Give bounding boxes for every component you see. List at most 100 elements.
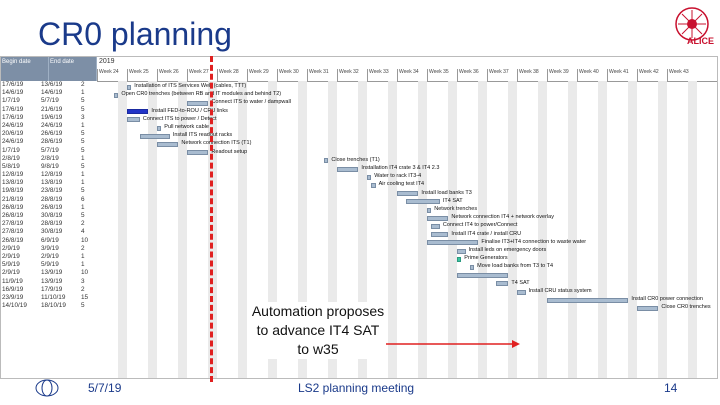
task-bar[interactable] [495, 281, 509, 287]
task-label: Prime Generators [464, 255, 508, 262]
cell-begin: 17/6/19 [2, 113, 24, 121]
task-bar[interactable] [427, 207, 432, 213]
task-bar[interactable] [367, 174, 372, 180]
cell-end: 13/9/19 [41, 277, 63, 285]
task-bar[interactable] [139, 133, 170, 139]
task-bar[interactable] [547, 297, 629, 303]
cell-dur: 2 [81, 220, 85, 228]
task-bar[interactable] [517, 289, 526, 295]
week-header: Week 40 [577, 69, 607, 81]
week-header: Week 36 [457, 69, 487, 81]
cell-begin: 2/9/19 [2, 244, 20, 252]
cell-begin: 17/6/19 [2, 105, 24, 113]
cell-dur: 5 [81, 162, 85, 170]
task-bar[interactable] [457, 273, 509, 279]
cell-end: 5/7/19 [41, 97, 59, 105]
task-bar[interactable] [637, 305, 659, 311]
task-bar[interactable] [127, 84, 132, 90]
cell-begin: 5/9/19 [2, 261, 20, 269]
task-bar[interactable] [371, 182, 376, 188]
weekend-column [298, 81, 307, 378]
task-bar[interactable] [405, 199, 440, 205]
cell-begin: 2/8/19 [2, 154, 20, 162]
weekend-column [238, 81, 247, 378]
task-bar[interactable] [127, 117, 140, 123]
cell-begin: 13/8/19 [2, 179, 24, 187]
task-bar[interactable] [157, 125, 162, 131]
week-header: Week 32 [337, 69, 367, 81]
task-label: Install CRU status system [528, 288, 592, 294]
task-label: Network trenches [434, 206, 478, 212]
task-bar[interactable] [187, 150, 209, 156]
task-label: Network connection ITS (T1) [181, 140, 252, 147]
cell-end: 28/6/19 [41, 138, 63, 146]
week-header: Week 42 [637, 69, 667, 81]
cell-end: 13/6/19 [41, 81, 63, 88]
slide-title: CR0 planning [38, 16, 232, 52]
cell-begin: 21/8/19 [2, 195, 24, 203]
week-header: Week 34 [397, 69, 427, 81]
task-bar[interactable] [114, 92, 119, 98]
cell-dur: 10 [81, 269, 89, 277]
cell-end: 12/8/19 [41, 171, 63, 179]
task-label: Water to rack IT3-4 [374, 173, 422, 180]
page-number: 14 [664, 381, 678, 395]
cell-begin: 11/9/19 [2, 277, 23, 285]
task-bar[interactable] [469, 264, 475, 270]
cell-end: 26/8/19 [41, 203, 63, 211]
task-bar[interactable] [457, 248, 466, 254]
task-bar[interactable] [431, 223, 440, 229]
task-bar[interactable] [427, 215, 449, 221]
week-header: Week 39 [547, 69, 577, 81]
cell-begin: 2/9/19 [2, 269, 20, 277]
week-header: Week 37 [487, 69, 517, 81]
cell-dur: 5 [81, 187, 85, 195]
cell-begin: 24/6/19 [2, 121, 24, 129]
cell-end: 14/6/19 [41, 89, 63, 97]
cell-end: 2/9/19 [41, 252, 59, 260]
task-label: Open CR0 trenches (between RB and IT mod… [121, 91, 282, 98]
weekend-column [118, 81, 127, 378]
cell-begin: 26/8/19 [2, 203, 24, 211]
cell-begin: 24/6/19 [2, 138, 24, 146]
weekend-column [478, 81, 487, 378]
table-row: 2/9/19 3/9/19 2 [1, 245, 97, 253]
task-label: Network connection IT4 + network overlay [451, 214, 554, 221]
task-bar[interactable] [157, 141, 179, 147]
task-bar[interactable] [427, 240, 479, 246]
task-bar[interactable] [457, 256, 462, 262]
task-label: Air cooling test IT4 [378, 181, 425, 188]
cell-dur: 1 [81, 171, 85, 179]
cell-end: 3/9/19 [41, 244, 59, 252]
grid-header: Begin date End date [1, 57, 97, 81]
task-bar[interactable] [431, 232, 449, 238]
cell-dur: 10 [81, 236, 89, 244]
column-header-begin: Begin date [1, 57, 49, 81]
cell-end: 26/6/19 [41, 130, 63, 138]
cell-dur: 6 [81, 195, 85, 203]
task-bar[interactable] [127, 109, 149, 115]
cell-dur: 2 [81, 244, 85, 252]
cell-end: 24/6/19 [41, 121, 63, 129]
week-header: Week 29 [247, 69, 277, 81]
task-bar[interactable] [324, 158, 329, 164]
task-bar[interactable] [337, 166, 359, 172]
task-bar[interactable] [187, 100, 209, 106]
task-label: Install CR0 power connection [631, 296, 703, 303]
week-header: Week 30 [277, 69, 307, 81]
task-bar[interactable] [397, 191, 419, 197]
cell-dur: 1 [81, 252, 85, 260]
week-header: Week 43 [667, 69, 697, 81]
cell-end: 13/8/19 [41, 179, 63, 187]
cell-begin: 16/9/19 [2, 285, 24, 293]
